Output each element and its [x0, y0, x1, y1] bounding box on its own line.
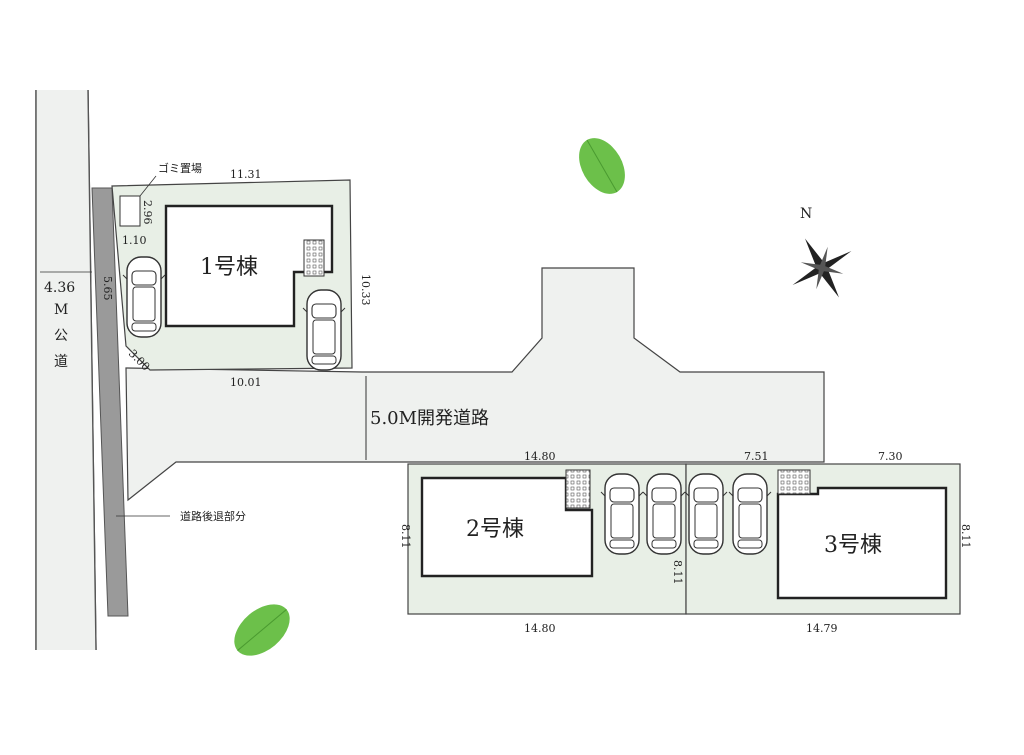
dim-lot1-left: 5.65 — [101, 276, 114, 301]
building-3-label: 3号棟 — [824, 533, 882, 558]
building-1-label: 1号棟 — [200, 255, 258, 280]
dim-lot3-top-b: 7.30 — [878, 450, 903, 463]
garbage-leader — [139, 175, 157, 197]
dim-lot3-top-a: 7.51 — [744, 450, 769, 463]
public-road-dou: 道 — [54, 354, 68, 370]
dim-lot1-top: 11.31 — [230, 168, 262, 181]
dim-lot3-right: 8.11 — [959, 524, 972, 549]
setback-note: 道路後退部分 — [180, 509, 246, 523]
car-icon — [642, 473, 686, 555]
dim-garbage-h: 2.96 — [141, 200, 154, 225]
dim-lot2-right: 8.11 — [671, 560, 684, 585]
dev-road-label: 5.0M開発道路 — [370, 408, 489, 429]
leaf-icon — [579, 138, 625, 194]
stairs-icon — [303, 239, 325, 277]
stairs-icon — [565, 469, 591, 509]
leaf-icon — [234, 604, 290, 656]
dim-garbage-w: 1.10 — [122, 234, 147, 247]
dim-lot1-bottom: 10.01 — [230, 376, 262, 389]
dim-lot2-left: 8.11 — [399, 524, 412, 549]
dim-lot1-right: 10.33 — [359, 274, 372, 306]
building-3-outline — [776, 486, 948, 600]
car-icon — [728, 473, 772, 555]
public-road-width: 4.36 — [44, 280, 75, 296]
car-icon — [122, 256, 166, 338]
public-road-m: M — [54, 302, 68, 318]
public-road — [35, 89, 97, 651]
development-road — [125, 267, 825, 502]
garbage-label: ゴミ置場 — [158, 161, 202, 175]
dim-lot2-top: 14.80 — [524, 450, 556, 463]
building-1-outline — [164, 204, 334, 328]
stairs-icon — [777, 469, 811, 495]
public-road-kou: 公 — [54, 328, 68, 344]
setback-strip — [91, 187, 129, 617]
garbage-area — [119, 195, 141, 227]
car-icon — [302, 289, 346, 371]
car-icon — [600, 473, 644, 555]
dim-lot2-bottom: 14.80 — [524, 622, 556, 635]
compass-rose-icon — [792, 238, 852, 298]
building-2-label: 2号棟 — [466, 517, 524, 542]
compass-north-label: N — [800, 206, 812, 222]
dim-lot3-bottom: 14.79 — [806, 622, 838, 635]
car-icon — [684, 473, 728, 555]
